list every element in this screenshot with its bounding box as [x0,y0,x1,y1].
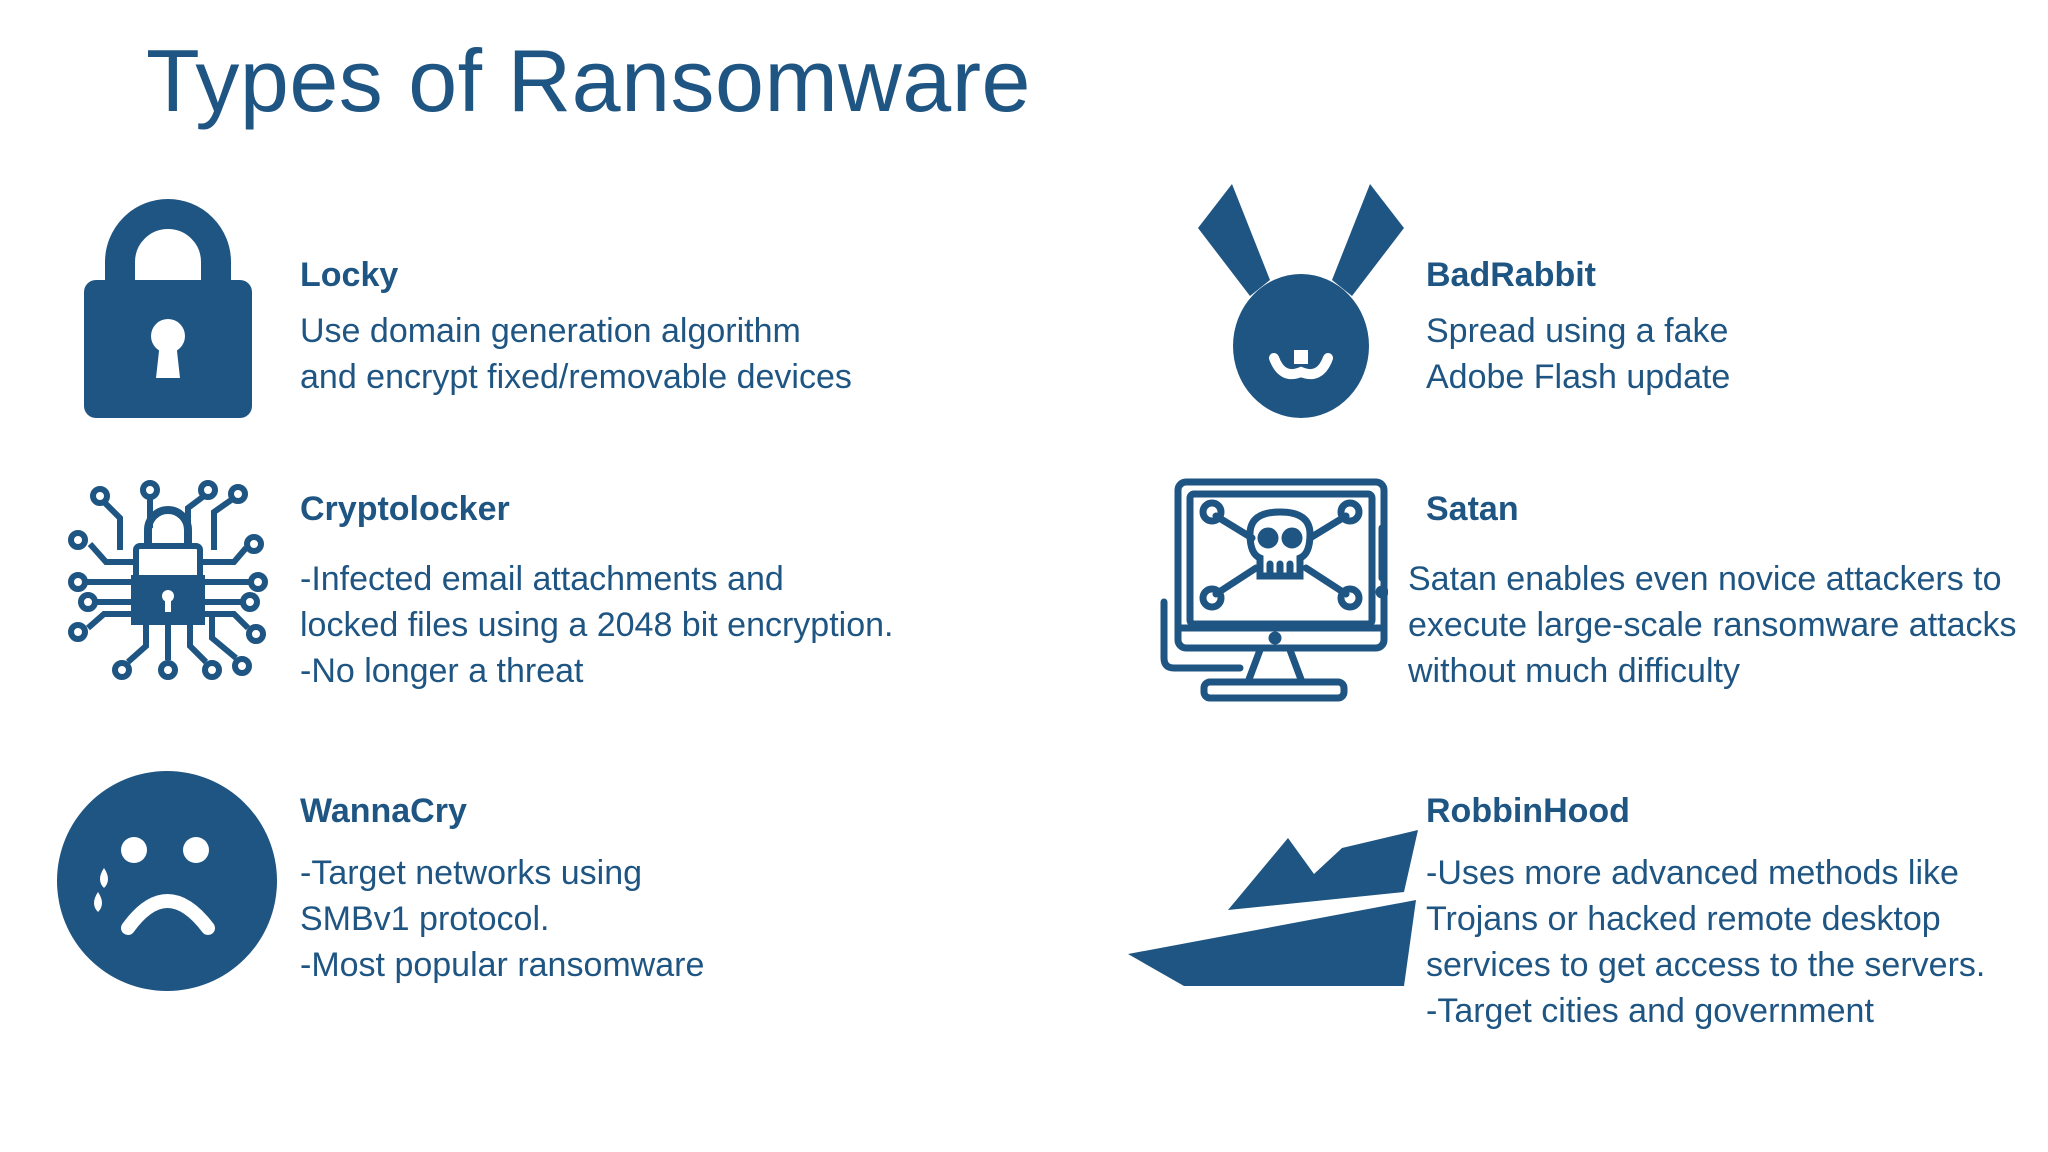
item-desc-line: execute large-scale ransomware attacks [1408,606,2017,644]
circuit-lock-icon [66,478,270,682]
item-desc-line: SMBv1 protocol. [300,900,550,938]
item-title-wannacry: WannaCry [300,792,467,830]
item-title-locky: Locky [300,256,399,294]
item-desc-line: locked files using a 2048 bit encryption… [300,606,894,644]
item-title-robbinhood: RobbinHood [1426,792,1630,830]
item-desc-line: -No longer a threat [300,652,584,690]
item-desc-line: Trojans or hacked remote desktop [1426,900,1941,938]
item-desc-line: services to get access to the servers. [1426,946,1986,984]
rabbit-icon [1198,184,1404,418]
item-desc-line: -Target networks using [300,854,643,892]
item-desc-line: Spread using a fake [1426,312,1729,350]
item-title-badrabbit: BadRabbit [1426,256,1596,294]
item-desc-line: -Target cities and government [1426,992,1874,1030]
crying-face-icon [56,770,278,992]
item-desc-line: Use domain generation algorithm [300,312,801,350]
item-desc-line: -Most popular ransomware [300,946,705,984]
hood-hat-icon [1128,830,1418,990]
item-desc-line: without much difficulty [1408,652,1740,690]
item-desc-line: and encrypt fixed/removable devices [300,358,852,396]
item-desc-line: -Uses more advanced methods like [1426,854,1959,892]
item-title-satan: Satan [1426,490,1519,528]
slide-title: Types of Ransomware [146,31,1031,130]
padlock-icon [84,196,252,418]
skull-monitor-icon [1160,478,1388,704]
item-desc-line: -Infected email attachments and [300,560,784,598]
item-title-cryptolocker: Cryptolocker [300,490,510,528]
item-desc-line: Satan enables even novice attackers to [1408,560,2002,598]
item-desc-line: Adobe Flash update [1426,358,1731,396]
